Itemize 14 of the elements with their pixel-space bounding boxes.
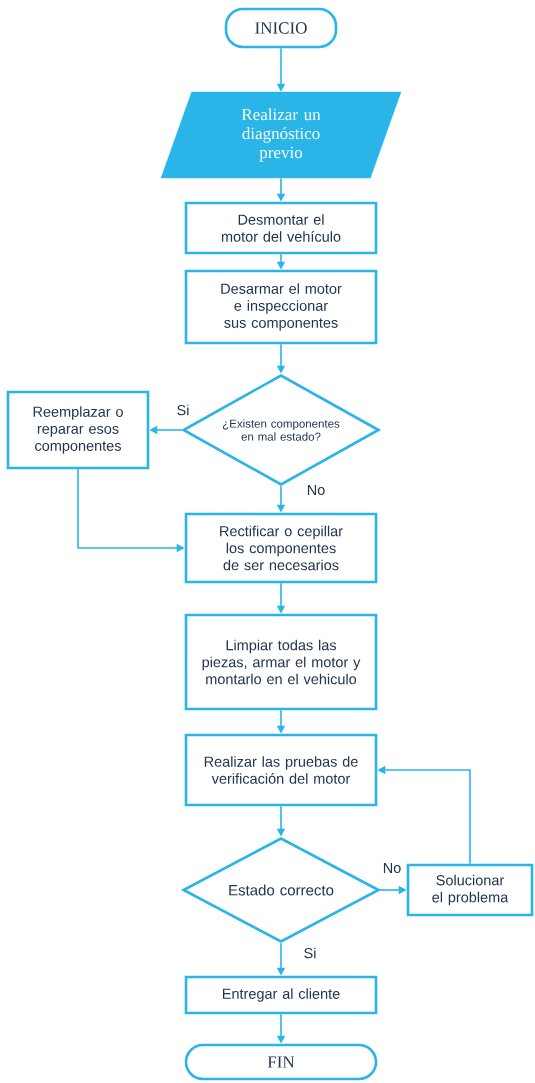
process-box: Solucionar el problema — [406, 863, 534, 917]
terminal-box: INICIO — [224, 7, 338, 49]
process-box: Realizar las pruebas de verificación del motor — [184, 733, 378, 807]
edge-label: Si — [302, 946, 318, 960]
process-box: Desarmar el motor e inspeccionar sus componentes — [184, 269, 378, 345]
process-box: Desmontar el motor del vehículo — [184, 201, 378, 255]
process-box: Entregar al cliente — [184, 975, 378, 1015]
edge-label: No — [381, 861, 403, 875]
edge-label: No — [305, 483, 327, 497]
input-parallelogram: Realizar un diagnóstico previo — [160, 91, 402, 179]
process-box: Limpiar todas las piezas, armar el motor y montarlo en el vehiculo — [184, 613, 378, 711]
terminal-box: FIN — [184, 1043, 378, 1081]
process-box: Reemplazar o reparar esos componentes — [6, 390, 150, 470]
process-box: Rectificar o cepillar los componentes de ser necesarios — [184, 512, 378, 584]
